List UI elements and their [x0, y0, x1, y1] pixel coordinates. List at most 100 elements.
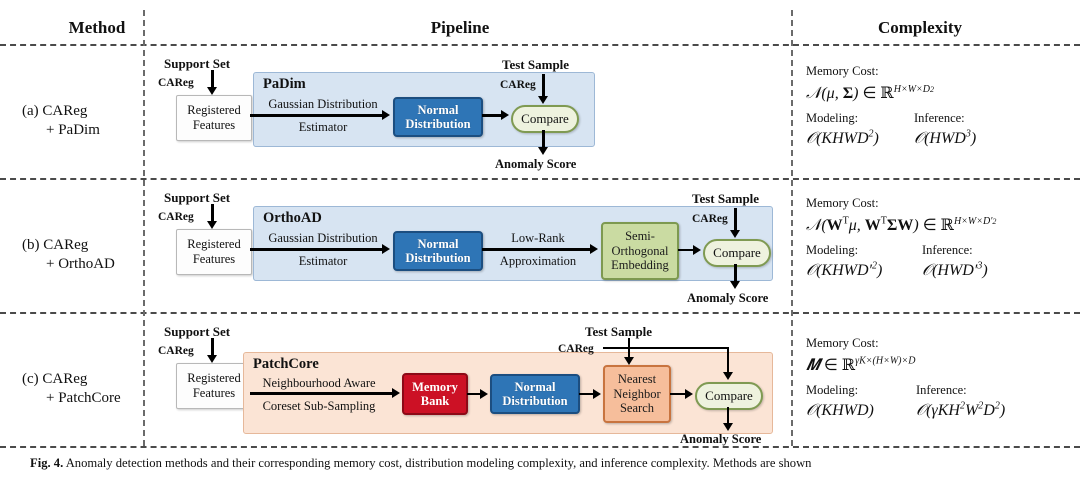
- arrow-support-b: [211, 204, 214, 222]
- arrow-c-test-down-2-head: [723, 372, 733, 380]
- memory-bank-c-line1: Memory: [412, 379, 458, 394]
- inference-math-c: 𝒪(γKH2W2D2): [916, 400, 1006, 419]
- method-label-b: (b) CAReg + OrthoAD: [22, 236, 150, 274]
- registered-features-box-a: Registered Features: [176, 95, 252, 141]
- careg-label-c-support: CAReg: [158, 345, 194, 357]
- registered-features-a-line2: Features: [192, 118, 236, 132]
- figure-caption-text: Anomaly detection methods and their corr…: [65, 456, 812, 470]
- arrow-c-4: [670, 393, 688, 395]
- normal-distribution-a-line1: Normal: [417, 102, 459, 117]
- arrow-b-test-head: [730, 230, 740, 238]
- divider-header: [0, 44, 1080, 46]
- arrow-b-2: [482, 248, 592, 251]
- careg-label-c-test: CAReg: [558, 343, 594, 355]
- modeling-label-a: Modeling:: [806, 111, 859, 125]
- arrow-a-score-head: [538, 147, 548, 155]
- column-header-complexity: Complexity: [877, 18, 963, 37]
- modeling-math-a: 𝒪(KHWD2): [806, 128, 879, 147]
- normal-distribution-c-line1: Normal: [514, 379, 556, 394]
- memory-cost-label-b: Memory Cost:: [806, 196, 879, 210]
- careg-label-b-test: CAReg: [692, 213, 728, 225]
- method-label-b-line2: + OrthoAD: [46, 256, 115, 272]
- divider-row-b-c: [0, 312, 1080, 314]
- method-label-a-line2: + PaDim: [46, 122, 100, 138]
- test-sample-label-c: Test Sample: [585, 324, 653, 339]
- method-label-c-line1: (c) CAReg: [22, 371, 88, 387]
- panel-title-a: PaDim: [263, 76, 306, 92]
- registered-features-b-line1: Registered: [187, 237, 241, 251]
- arrow-a-1-head: [382, 110, 390, 120]
- arrow-c-3-head: [593, 389, 601, 399]
- compare-pill-b: Compare: [703, 239, 771, 267]
- arrow-c-2-head: [480, 389, 488, 399]
- arrow-support-c-head: [207, 355, 217, 363]
- arrow-c-test-bus: [603, 347, 728, 349]
- careg-label-a-test: CAReg: [500, 79, 536, 91]
- support-set-label-c: Support Set: [164, 324, 231, 339]
- lowrank-b-line1: Low-Rank: [511, 231, 565, 245]
- method-label-c: (c) CAReg + PatchCore: [22, 370, 157, 408]
- method-label-a: (a) CAReg + PaDim: [22, 102, 140, 140]
- modeling-label-c: Modeling:: [806, 383, 859, 397]
- registered-features-c-line2: Features: [192, 386, 236, 400]
- coreset-c-line2: Coreset Sub-Sampling: [262, 399, 376, 413]
- normal-distribution-b-line1: Normal: [417, 236, 459, 251]
- inference-label-a: Inference:: [914, 111, 965, 125]
- modeling-label-b: Modeling:: [806, 243, 859, 257]
- modeling-math-b: 𝒪(KHWD′2): [806, 260, 883, 279]
- inference-label-b: Inference:: [922, 243, 973, 257]
- anomaly-score-label-c: Anomaly Score: [680, 432, 762, 446]
- arrow-c-test-down-1: [628, 338, 630, 360]
- memory-cost-label-c: Memory Cost:: [806, 336, 879, 350]
- method-label-a-line1: (a) CAReg: [22, 103, 88, 119]
- complexity-block-b: Memory Cost: 𝒩(WTμ, WTΣW) ∈ ℝH×W×D′2 Mod…: [806, 196, 996, 280]
- arrow-a-score: [542, 130, 545, 150]
- arrow-c-1-head: [392, 388, 400, 398]
- memory-cost-math-c: 𝑴 ∈ ℝγK×(H×W)×D: [806, 355, 916, 374]
- arrow-a-test: [542, 74, 545, 98]
- pipeline-panel-b: [253, 206, 773, 281]
- careg-label-b-support: CAReg: [158, 211, 194, 223]
- arrow-b-3: [678, 249, 696, 251]
- nearest-neighbor-c-line2: Neighbor: [613, 386, 661, 401]
- arrow-a-2-head: [501, 110, 509, 120]
- coreset-c-line1: Neighbourhood Aware: [262, 376, 376, 390]
- arrow-a-1: [250, 114, 384, 117]
- semi-orthogonal-b-line1: Semi-: [625, 229, 655, 244]
- divider-method-pipeline: [143, 10, 145, 446]
- nearest-neighbor-c-line3: Search: [619, 401, 654, 416]
- arrow-b-test: [734, 208, 737, 232]
- arrow-c-3: [579, 393, 596, 395]
- arrow-b-1-head: [382, 244, 390, 254]
- normal-distribution-b-line2: Distribution: [405, 251, 471, 265]
- arrow-b-score-head: [730, 281, 740, 289]
- arrow-c-4-head: [685, 389, 693, 399]
- inference-label-c: Inference:: [916, 383, 967, 397]
- arrow-a-test-head: [538, 96, 548, 104]
- test-sample-label-a: Test Sample: [502, 57, 570, 72]
- complexity-block-a: Memory Cost: 𝒩(μ, Σ) ∈ ℝH×W×D2 Modeling:…: [806, 64, 976, 148]
- gaussian-estimator-b-line1: Gaussian Distribution: [268, 231, 378, 245]
- semi-orthogonal-embedding-box-b: Semi- Orthogonal Embedding: [601, 222, 679, 280]
- gaussian-estimator-a-line1: Gaussian Distribution: [268, 97, 378, 111]
- support-set-label-a: Support Set: [164, 56, 231, 71]
- column-header-pipeline: Pipeline: [430, 18, 490, 37]
- normal-distribution-a-line2: Distribution: [405, 117, 471, 131]
- registered-features-c-line1: Registered: [187, 371, 241, 385]
- memory-cost-math-a: 𝒩(μ, Σ) ∈ ℝH×W×D2: [806, 83, 934, 102]
- nearest-neighbor-c-line1: Nearest: [617, 372, 657, 387]
- normal-distribution-box-a: Normal Distribution: [393, 97, 483, 137]
- compare-pill-c: Compare: [695, 382, 763, 410]
- arrow-support-a: [211, 70, 214, 88]
- nearest-neighbor-search-box-c: Nearest Neighbor Search: [603, 365, 671, 423]
- arrow-c-score-head: [723, 423, 733, 431]
- divider-row-a-b: [0, 178, 1080, 180]
- arrow-b-2-head: [590, 244, 598, 254]
- figure-caption: Fig. 4. Anomaly detection methods and th…: [30, 456, 1060, 471]
- column-header-method: Method: [68, 18, 126, 37]
- registered-features-box-b: Registered Features: [176, 229, 252, 275]
- memory-cost-label-a: Memory Cost:: [806, 64, 879, 78]
- panel-title-b: OrthoAD: [263, 210, 322, 226]
- careg-label-a-support: CAReg: [158, 77, 194, 89]
